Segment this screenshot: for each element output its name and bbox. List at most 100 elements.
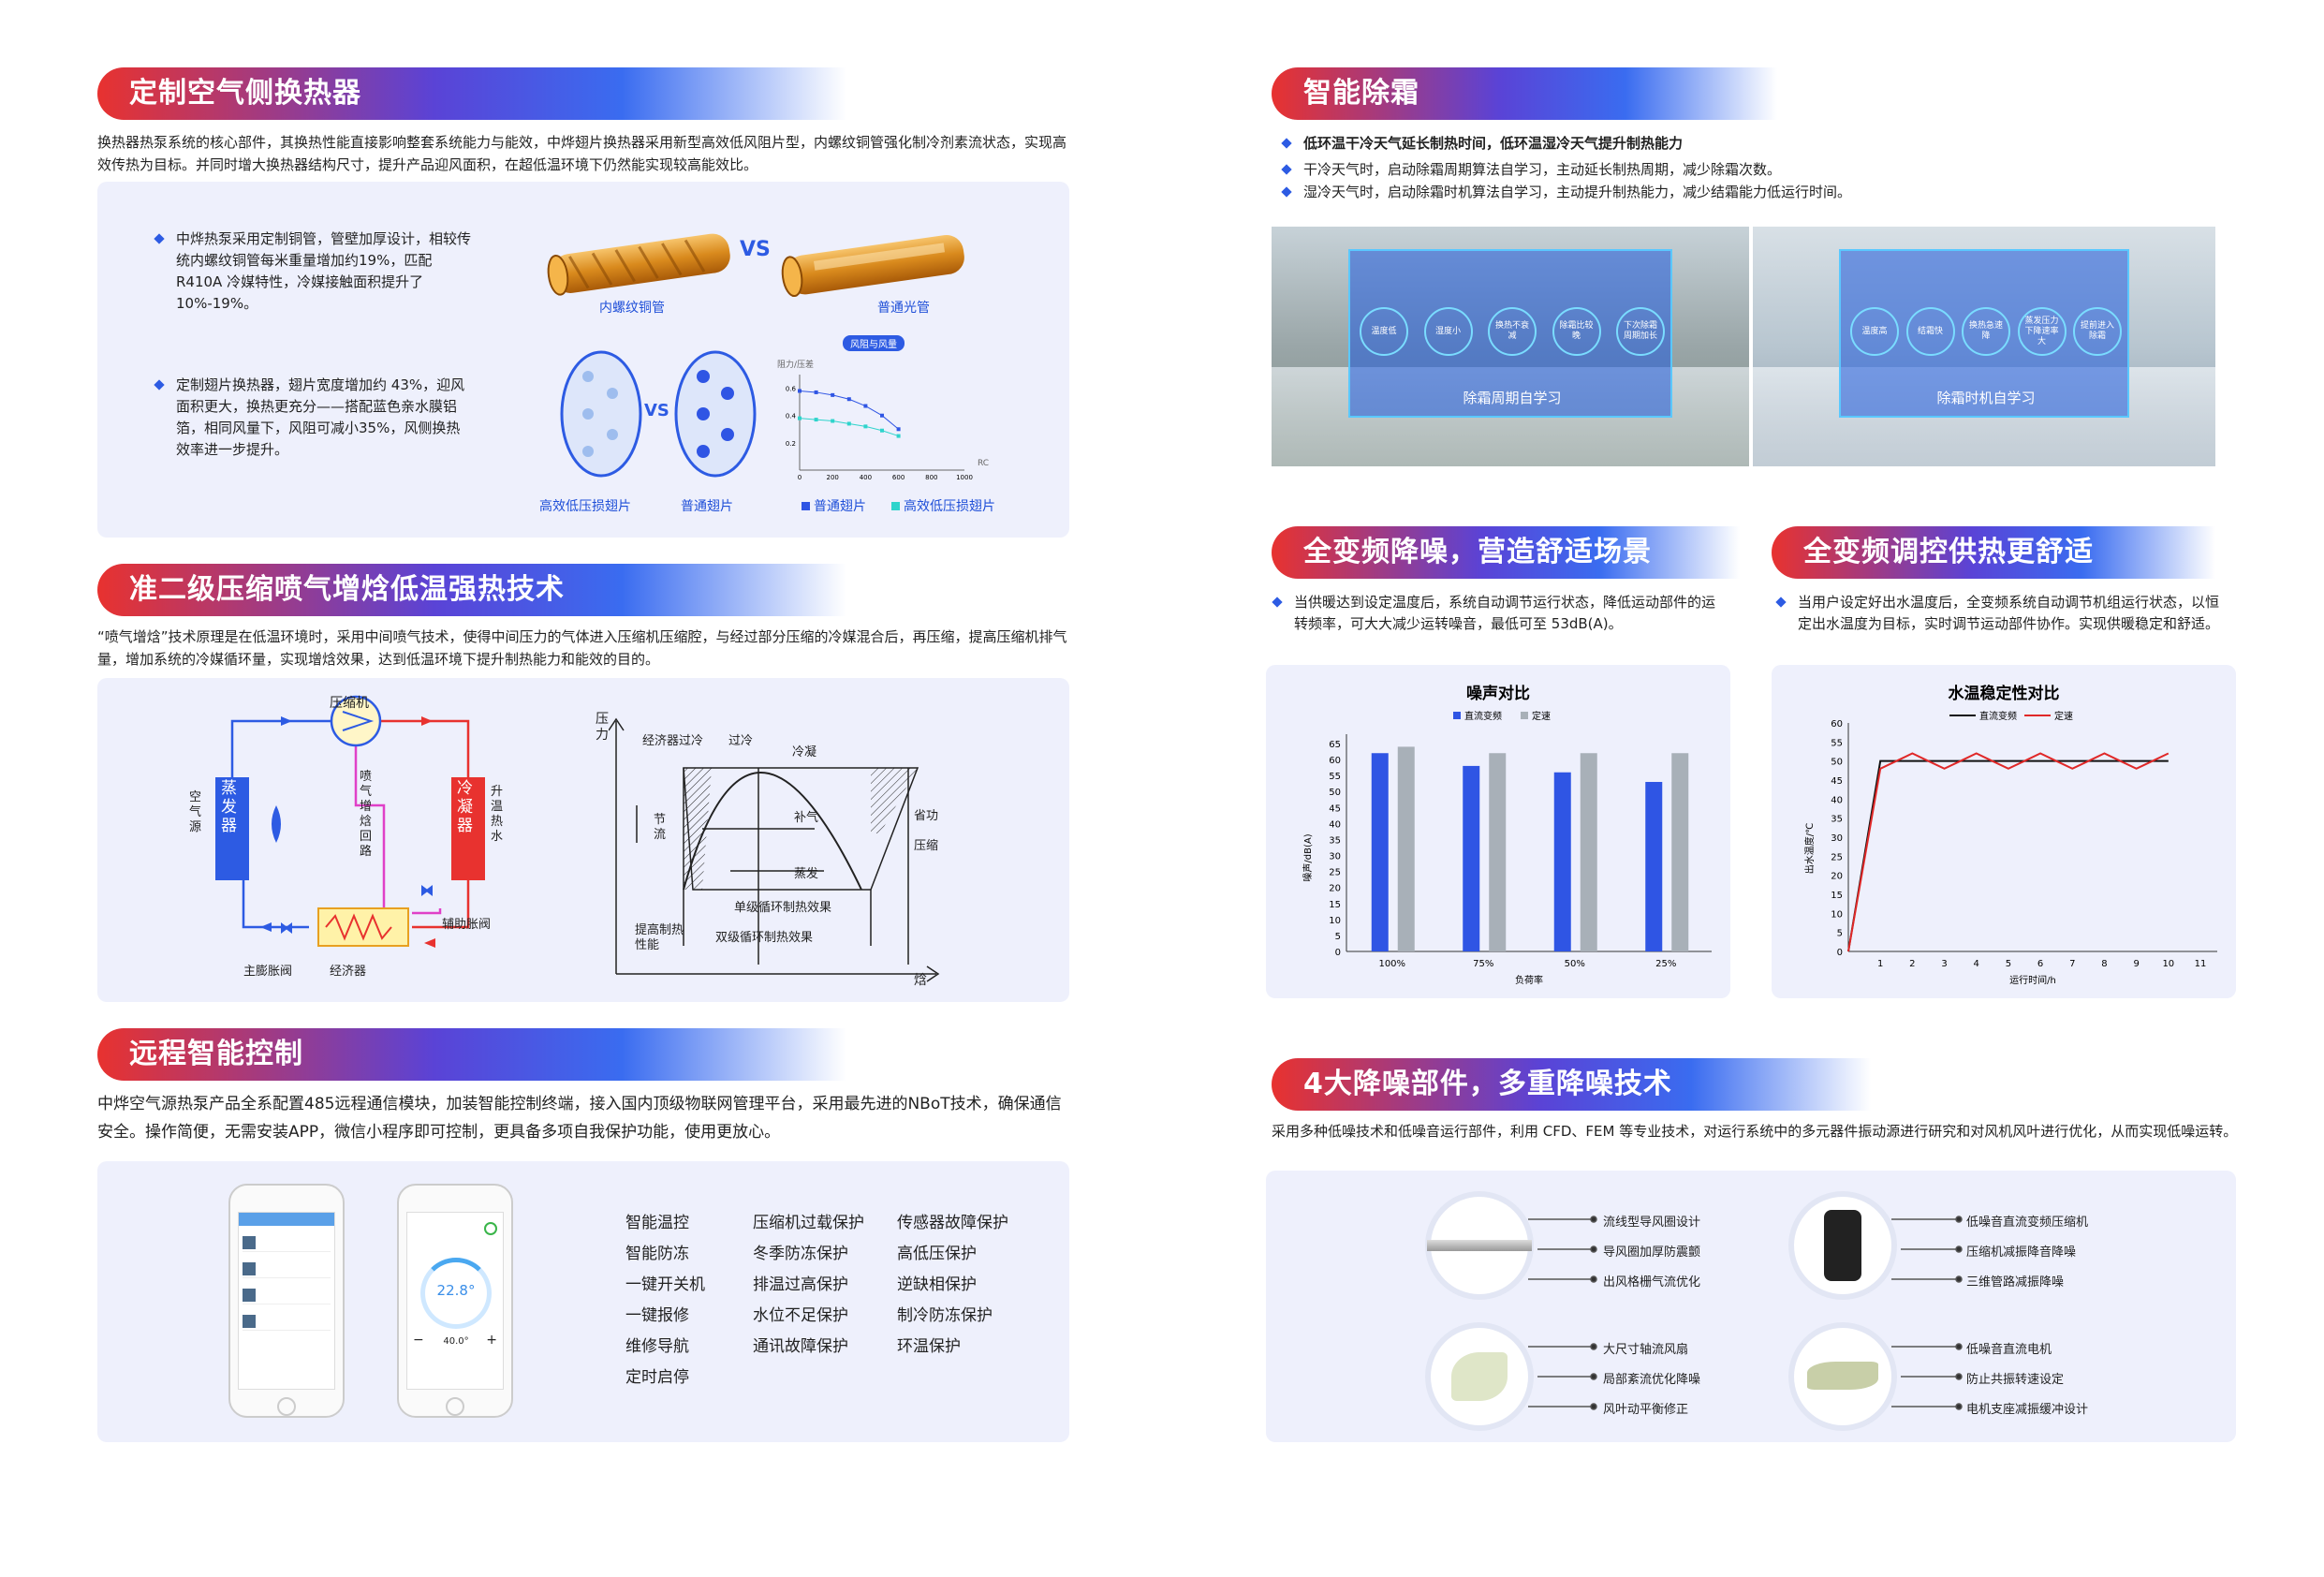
x-tick-label: 11 [2195, 959, 2207, 969]
defrost-node: 蒸发压力下降速率大 [2017, 307, 2067, 356]
y-tick-label: 50 [1329, 788, 1341, 798]
data-point [846, 421, 851, 426]
x-tick-label: 75% [1473, 959, 1493, 969]
x-tick-label: 8 [2101, 959, 2107, 969]
tube2-label: 普通光管 [877, 301, 930, 316]
part-feature: 局部紊流优化降噪 [1603, 1373, 1701, 1387]
noise-chart: 噪声对比直流变频定速05101520253035404550556065100%… [1302, 684, 1712, 986]
part-feature: 出风格栅气流优化 [1603, 1275, 1701, 1290]
x-tick-label: 9 [2133, 959, 2139, 969]
legend-label: 定速 [1532, 710, 1551, 722]
series-line [1847, 759, 2169, 952]
y-tick-label: 50 [1831, 758, 1843, 768]
data-point [846, 397, 851, 402]
feature-item: 逆缺相保护 [897, 1275, 977, 1294]
part-feature: 低噪音直流电机 [1966, 1343, 2052, 1357]
y-tick-label: 30 [1329, 852, 1341, 862]
x-tick-label: 6 [2037, 959, 2043, 969]
part-feature: 大尺寸轴流风扇 [1603, 1343, 1689, 1357]
x-tick-label: 50% [1565, 959, 1585, 969]
defrost-node-text: 温度高 [1861, 326, 1888, 336]
feature-item: 压缩机过载保护 [753, 1214, 864, 1232]
bar [1580, 753, 1597, 951]
bar [1553, 772, 1571, 951]
device-row[interactable] [243, 1314, 331, 1331]
y-tick-label: 35 [1329, 835, 1341, 846]
ph-throttle: 节流 [654, 813, 667, 842]
defrost-bullet-2: 干冷天气时，启动除霜周期算法自学习，主动延长制热周期，减少除霜次数。 [1281, 159, 2217, 181]
y-tick-label: 40 [1329, 819, 1341, 830]
device-row[interactable] [243, 1261, 331, 1278]
data-point [896, 427, 901, 432]
part-feature: 风叶动平衡修正 [1603, 1403, 1689, 1417]
data-point [831, 392, 835, 397]
ph-enthalpy-axis: 焓 [914, 973, 927, 988]
fin-chart-ylabel: 阻力/压差 [777, 361, 815, 370]
condenser-label: 冷凝器 [457, 779, 473, 835]
defrost-node-text: 湿度小 [1434, 326, 1461, 336]
y-tick-label: 0.2 [786, 440, 796, 448]
defrost-node: 温度高 [1850, 307, 1899, 356]
evi-intro: “喷气增焓”技术原理是在低温环境时，采用中间喷气技术，使得中间压力的气体进入压缩… [97, 628, 1067, 668]
temperature-dial[interactable] [420, 1258, 492, 1329]
home-button-icon[interactable] [277, 1397, 296, 1416]
section-title-noise-parts: 4大降噪部件，多重降噪技术 [1272, 1058, 1871, 1111]
x-tick-label: 100% [1378, 959, 1405, 969]
y-tick-label: 25 [1831, 852, 1843, 862]
section-title-evi: 准二级压缩喷气增焓低温强热技术 [97, 564, 846, 616]
power-icon[interactable] [484, 1222, 497, 1235]
x-tick-label: 800 [925, 474, 937, 481]
tube1-label: 内螺纹铜管 [599, 301, 665, 316]
y-tick-label: 0.4 [786, 413, 797, 420]
y-tick-label: 35 [1831, 815, 1843, 825]
y-tick-label: 0 [1837, 948, 1843, 958]
chart-title: 噪声对比 [1466, 684, 1530, 703]
feature-col-3: 传感器故障保护高低压保护逆缺相保护制冷防冻保护环温保护 [897, 1208, 1008, 1363]
data-point [863, 424, 868, 429]
bar [1645, 781, 1663, 951]
part-feature: 防止共振转速设定 [1966, 1373, 2065, 1387]
fin-legend-1-text: 普通翅片 [814, 499, 866, 514]
part-feature: 电机支座减振缓冲设计 [1966, 1403, 2089, 1417]
defrost-node-text: 温度低 [1371, 326, 1397, 336]
y-tick-label: 20 [1329, 884, 1341, 894]
device-row[interactable] [243, 1235, 331, 1252]
defrost-node: 下次除霜周期加长 [1616, 307, 1665, 356]
y-tick-label: 55 [1329, 772, 1341, 782]
noise-bullet: 当供暖达到设定温度后，系统自动调节运行状态，降低运动部件的运转频率，可大大减少运… [1272, 592, 1721, 635]
y-tick-label: 15 [1329, 900, 1341, 910]
defrost-node: 结霜快 [1905, 307, 1955, 356]
defrost-bullet-3: 湿冷天气时，启动除霜时机算法自学习，主动提升制热能力，减少结霜能力低运行时间。 [1281, 182, 2217, 203]
part-group-axial-fan: 大尺寸轴流风扇局部紊流优化降噪风叶动平衡修正 [1603, 1335, 1700, 1425]
evi-panel [97, 678, 1069, 1002]
fin-legend-2-text: 高效低压损翅片 [904, 499, 995, 514]
copper-tube-illustration [547, 233, 964, 298]
home-button-icon[interactable] [446, 1397, 464, 1416]
feature-item: 传感器故障保护 [897, 1214, 1008, 1232]
legend-label: 直流变频 [1979, 710, 2017, 722]
ph-diagram [609, 717, 940, 982]
defrost-node-text: 除霜比较晚 [1559, 321, 1594, 341]
phone-screen: 22.8° 40.0° − + [406, 1212, 504, 1390]
defrost-node-text: 结霜快 [1917, 326, 1943, 336]
ph-save: 省功 [914, 809, 939, 823]
noise-parts-panel [1266, 1171, 2236, 1442]
ph-evap: 蒸发 [794, 867, 819, 881]
ph-econ-subcool: 经济器过冷 [642, 734, 704, 748]
y-tick-label: 30 [1831, 833, 1843, 844]
part-feature: 导风圈加厚防震颤 [1603, 1245, 1701, 1260]
data-point [880, 428, 884, 433]
feature-item: 制冷防冻保护 [897, 1306, 993, 1325]
minus-button[interactable]: − [413, 1333, 424, 1348]
y-tick-label: 65 [1329, 740, 1341, 750]
plus-button[interactable]: + [486, 1333, 497, 1348]
x-tick-label: 0 [798, 474, 802, 481]
bar [1463, 765, 1480, 951]
y-axis-label: 出水温度/℃ [1803, 823, 1816, 875]
device-row[interactable] [243, 1288, 331, 1304]
defrost-cycle-label: 除霜周期自学习 [1463, 390, 1562, 406]
data-point [798, 389, 802, 393]
fin-illustration [560, 350, 757, 478]
fan-symbol [272, 805, 281, 843]
x-tick-label: 1000 [956, 474, 973, 481]
